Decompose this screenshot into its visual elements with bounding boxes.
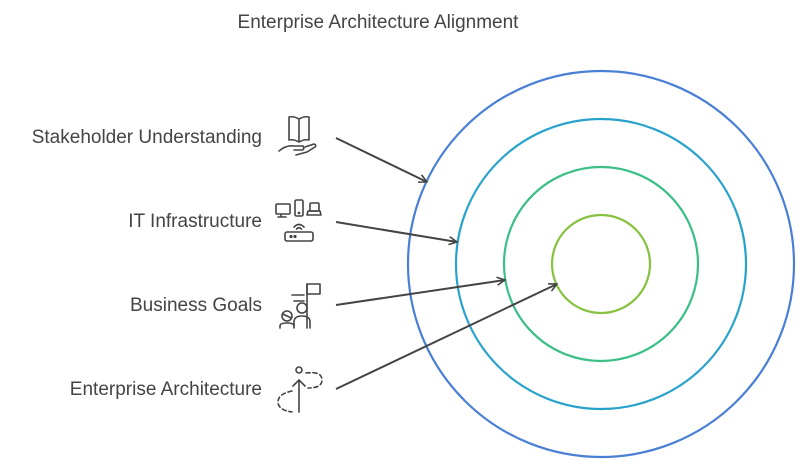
label-stakeholder-understanding: Stakeholder Understanding (31, 127, 262, 148)
team-goal-flag-icon (279, 283, 321, 329)
ring-business-goals (502, 165, 700, 363)
arrow-enterprise-architecture (335, 284, 557, 390)
label-business-goals: Business Goals (129, 295, 262, 316)
growth-arrow-icon (277, 366, 323, 413)
network-devices-icon (275, 199, 322, 242)
ring-enterprise-architecture (550, 213, 652, 315)
arrow-it-infrastructure (335, 221, 457, 242)
label-enterprise-architecture: Enterprise Architecture (69, 379, 262, 400)
label-it-infrastructure: IT Infrastructure (128, 211, 262, 232)
diagram-title: Enterprise Architecture Alignment (237, 12, 519, 33)
book-in-hand-icon (278, 115, 317, 156)
arrow-stakeholder-understanding (335, 137, 427, 182)
ring-stakeholder-understanding (406, 69, 796, 459)
ring-it-infrastructure (454, 117, 748, 411)
arrow-business-goals (335, 280, 505, 306)
